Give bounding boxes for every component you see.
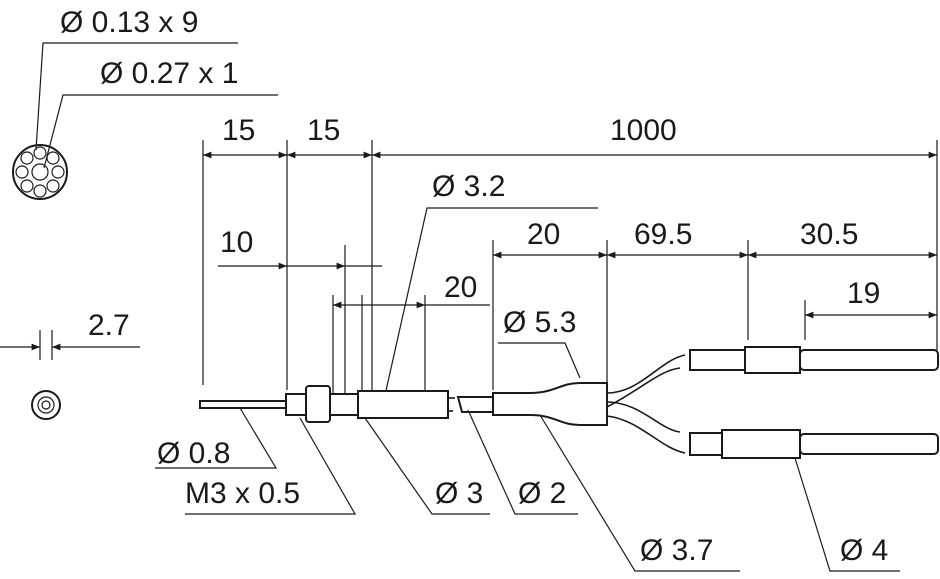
dim-10-label: 10 (220, 226, 253, 259)
dim-1000-label: 1000 (610, 114, 677, 147)
dim-69-5-label: 69.5 (634, 218, 692, 251)
diam-4-label: Ø 4 (840, 534, 888, 567)
diam-0-8-label: Ø 0.8 (157, 437, 230, 470)
dim-20-label: 20 (527, 218, 560, 251)
diam-2-label: Ø 2 (518, 477, 566, 510)
fiber-small-diameter-label: Ø 0.13 x 9 (60, 6, 198, 39)
dim-19-label: 19 (847, 277, 880, 310)
diam-3-2-label: Ø 3.2 (432, 170, 505, 203)
dim-15-b-label: 15 (307, 114, 340, 147)
dim-15-a-label: 15 (222, 114, 255, 147)
sensor-cable (199, 346, 939, 459)
diam-5-3-label: Ø 5.3 (503, 306, 576, 339)
dim-30-5-label: 30.5 (800, 218, 858, 251)
thread-m3-label: M3 x 0.5 (185, 477, 300, 510)
dim-20-small-label: 20 (444, 271, 477, 304)
dimension-lines (203, 151, 937, 319)
diam-3-label: Ø 3 (435, 477, 483, 510)
fiber-large-diameter-label: Ø 0.27 x 1 (100, 57, 238, 90)
probe-end-view (0, 330, 140, 420)
diam-3-7-label: Ø 3.7 (640, 534, 713, 567)
dim-2-7-label: 2.7 (88, 309, 130, 342)
fiber-bundle-end-view (12, 144, 68, 200)
